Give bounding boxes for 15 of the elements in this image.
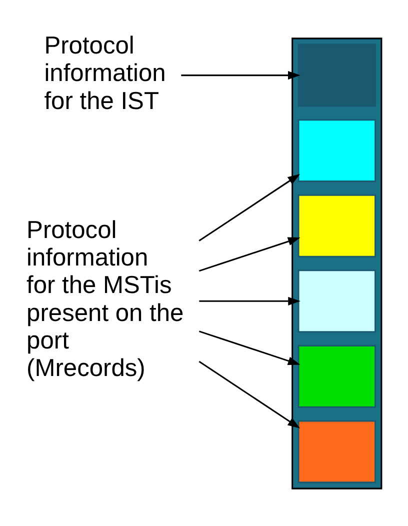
arrow	[198, 330, 300, 365]
node-box	[298, 43, 376, 106]
cluster	[292, 37, 382, 489]
arrow	[199, 296, 300, 305]
node-text: Protocol information for the IST	[44, 32, 166, 114]
node-box	[298, 420, 376, 483]
node-box	[298, 118, 376, 182]
arrow	[198, 360, 300, 428]
arrow	[198, 173, 300, 241]
node-box	[298, 194, 376, 257]
node-box	[298, 344, 376, 408]
arrow	[181, 70, 300, 80]
node-box	[298, 269, 376, 332]
node-text: Protocol information for the MSTis present on the port (Mrecords)	[26, 216, 184, 382]
arrow	[198, 236, 300, 272]
